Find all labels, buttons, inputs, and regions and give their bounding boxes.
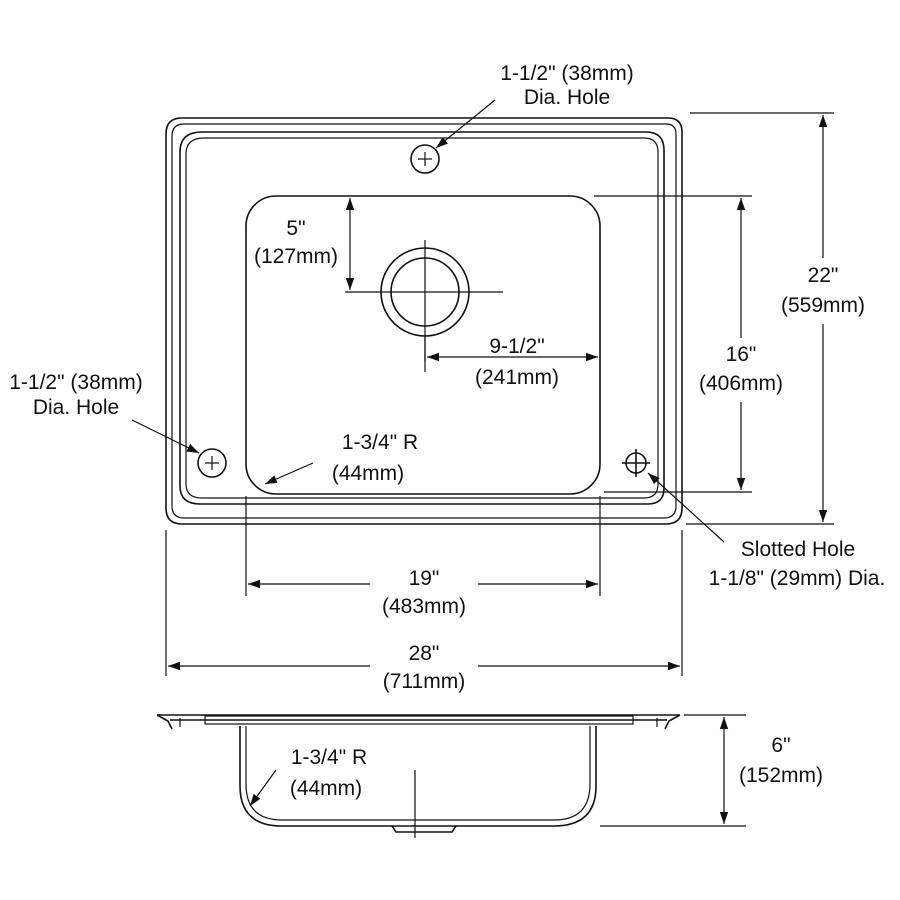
overall-width-mm-text: (711mm) xyxy=(383,670,465,693)
top-hole-size-text: 1-1/2" (38mm) xyxy=(500,62,634,85)
drain-opening xyxy=(380,240,503,362)
sink-rim-line xyxy=(171,123,677,519)
overall-length-inches-text: 22" xyxy=(808,264,839,287)
bowl-width-inches-text: 19" xyxy=(409,567,440,590)
overall-width-inches-text: 28" xyxy=(409,642,440,665)
section-radius-inches-text: 1-3/4" R xyxy=(291,746,367,769)
left-hole-leader xyxy=(131,419,200,454)
left-hole-label-text: Dia. Hole xyxy=(33,396,119,419)
slotted-hole-icon xyxy=(622,449,650,477)
drain-offset-inches-text: 5" xyxy=(286,217,305,240)
sink-deck-ledge xyxy=(179,131,665,505)
overall-length-mm-text: (559mm) xyxy=(781,294,865,317)
left-hole-size-text: 1-1/2" (38mm) xyxy=(9,371,143,394)
section-bowl-profile xyxy=(239,726,597,827)
faucet-hole-top xyxy=(410,144,440,174)
top-hole-label-text: Dia. Hole xyxy=(524,86,610,109)
drain-to-side-inches-text: 9-1/2" xyxy=(489,335,544,358)
slotted-hole-size-text: 1-1/8" (29mm) Dia. xyxy=(709,567,886,590)
section-drain xyxy=(391,825,457,833)
sink-deck-ledge-inner xyxy=(185,137,659,499)
section-rim-flange xyxy=(204,715,634,725)
depth-inches-text: 6" xyxy=(771,734,790,757)
section-rim-right xyxy=(664,714,681,730)
bowl-width-mm-text: (483mm) xyxy=(382,595,466,618)
top-hole-leader xyxy=(435,99,496,149)
sink-plan-view xyxy=(165,117,683,525)
bowl-radius-inches-text: 1-3/4" R xyxy=(342,431,418,454)
drain-to-side-mm-text: (241mm) xyxy=(475,366,559,389)
bowl-radius-leader xyxy=(264,462,314,485)
section-radius-leader xyxy=(249,769,277,807)
depth-mm-text: (152mm) xyxy=(739,764,823,787)
section-bowl-inner xyxy=(245,726,591,821)
drain-offset-mm-text: (127mm) xyxy=(254,245,338,268)
bowl-radius-mm-text: (44mm) xyxy=(332,462,404,485)
faucet-hole-left xyxy=(197,448,227,478)
bowl-length-inches-text: 16" xyxy=(726,343,757,366)
sink-section-view xyxy=(156,714,681,838)
sink-outer-rim xyxy=(165,117,683,525)
sink-bowl-outline xyxy=(245,195,601,495)
bowl-length-mm-text: (406mm) xyxy=(699,372,783,395)
slotted-hole-label-text: Slotted Hole xyxy=(741,538,855,561)
section-rim-left xyxy=(156,714,173,730)
slotted-hole-leader xyxy=(647,472,725,543)
section-radius-mm-text: (44mm) xyxy=(290,777,362,800)
